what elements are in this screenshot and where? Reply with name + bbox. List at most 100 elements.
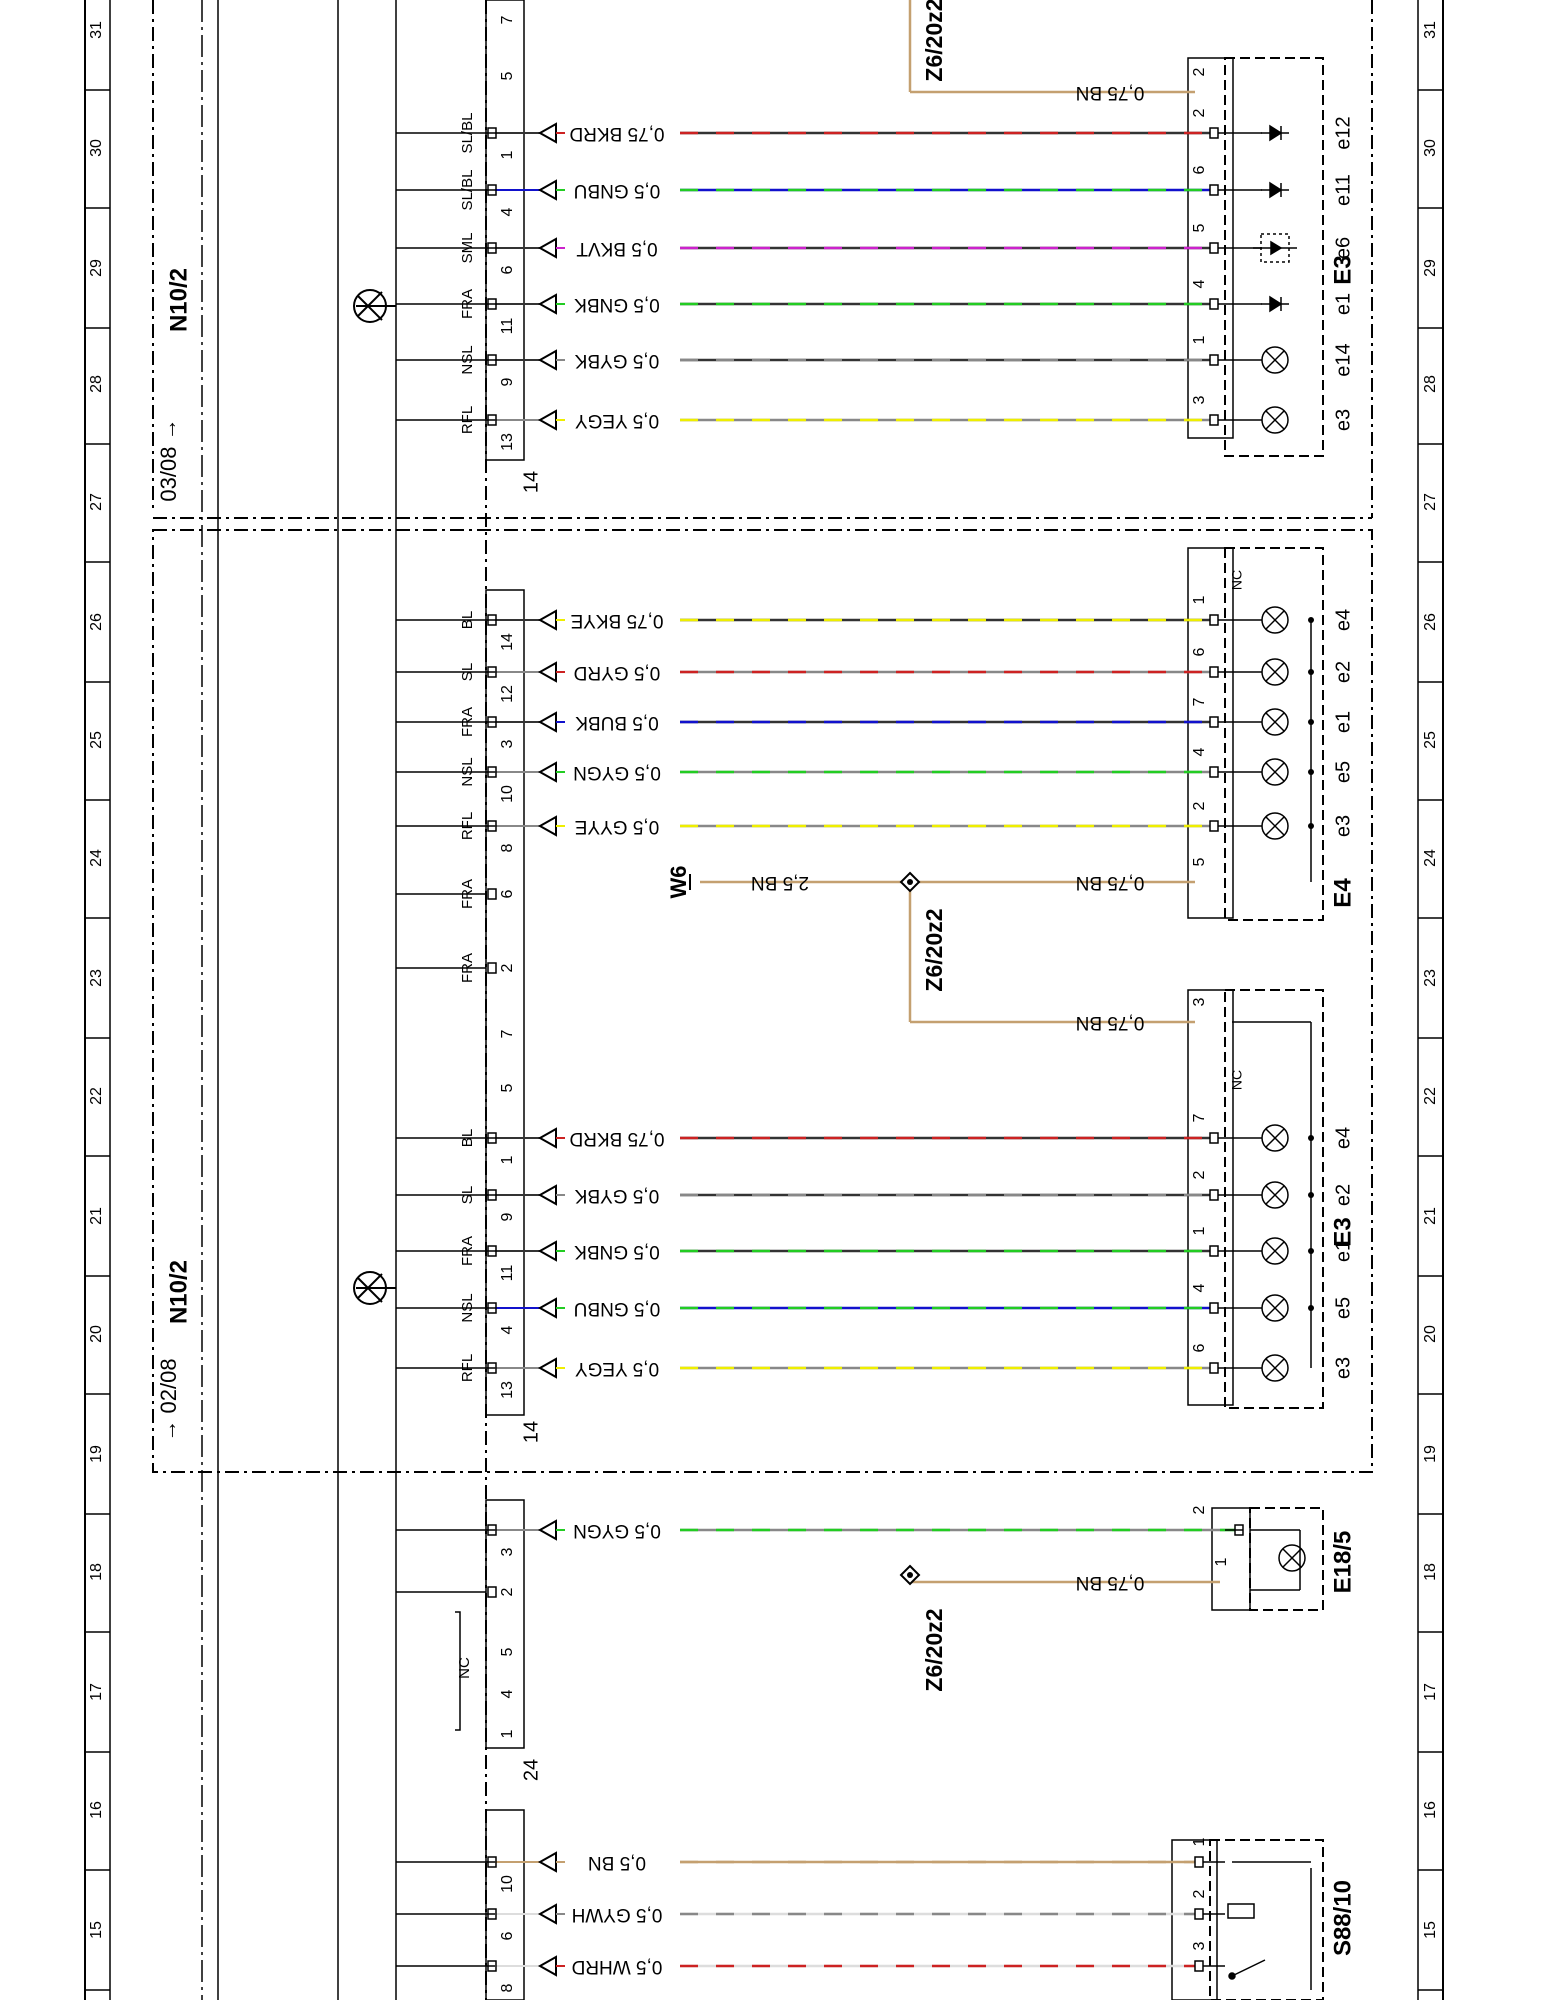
border-number-right: 28 — [1422, 375, 1439, 393]
border-number-left: 15 — [88, 1921, 105, 1939]
pin-number: 5 — [499, 1647, 516, 1656]
pin-terminal — [487, 1586, 497, 1598]
border-number-left: 21 — [88, 1207, 105, 1225]
module-date-lower: → 02/08 — [156, 1358, 181, 1441]
border-number-right: 16 — [1422, 1801, 1439, 1819]
border-number-right: 26 — [1422, 613, 1439, 631]
lamp-connector-e18 — [1211, 1507, 1251, 1611]
pin-number: 11 — [499, 318, 516, 335]
lamp-pin-number: 3 — [1191, 1941, 1208, 1950]
lamp-label: e3 — [1332, 1357, 1354, 1379]
border-number-right: 21 — [1422, 1207, 1439, 1225]
border-number-right: 20 — [1422, 1325, 1439, 1343]
pin-terminal — [487, 820, 497, 832]
lamp-group-name: E3 — [1329, 1217, 1356, 1246]
connector-id: 24 — [520, 1759, 542, 1781]
module-label-upper: N10/2 — [165, 268, 192, 332]
pin-number: 4 — [499, 1325, 516, 1334]
lamp-label: e11 — [1332, 174, 1354, 206]
lamp-pin-number: 7 — [1191, 697, 1208, 706]
switch-symbol — [1227, 1861, 1311, 1980]
lamp-label: e3 — [1332, 409, 1354, 431]
pin-terminal — [487, 888, 497, 900]
wire-label: 0,5 GYBK — [574, 350, 659, 371]
lamp-label: e6 — [1332, 237, 1354, 259]
brown-wire-label: 0,75 BN — [1076, 872, 1145, 893]
pin-number: 5 — [499, 71, 516, 80]
border-number-right: 27 — [1422, 493, 1439, 511]
lamp-label: e12 — [1332, 116, 1354, 149]
border-number-right: 30 — [1422, 139, 1439, 157]
ground-symbol-upper — [353, 289, 396, 323]
connector-bottom — [485, 1499, 525, 1749]
led-symbol — [1261, 181, 1289, 199]
lamp-pin-number: 3 — [1191, 997, 1208, 1006]
border-number-right: 19 — [1422, 1445, 1439, 1463]
switch-box-s88 — [1209, 1839, 1324, 2000]
border-number-right: 31 — [1422, 21, 1439, 39]
wire-label: 0,5 YEGY — [575, 1358, 659, 1379]
pin-number: 3 — [499, 1547, 516, 1556]
nc-label: NC — [1229, 1070, 1245, 1090]
connector-upper — [485, 0, 525, 461]
junction-dot — [1308, 669, 1314, 675]
lamp-group-name: E4 — [1329, 878, 1356, 908]
lamp-pin-number: 4 — [1191, 279, 1208, 288]
pin-terminal — [487, 1245, 497, 1257]
lamp-pin-number: 4 — [1191, 747, 1208, 756]
lamp-pin-number: 6 — [1191, 647, 1208, 656]
lamp-pin-number: 2 — [1191, 1170, 1208, 1179]
pin-terminal — [487, 666, 497, 678]
wire-label: 0,5 GNBU — [574, 1298, 661, 1319]
border-number-right: 18 — [1422, 1563, 1439, 1581]
pin-number: 2 — [499, 1587, 516, 1596]
lamp-symbol — [1261, 346, 1289, 374]
pin-number: 13 — [499, 1381, 516, 1399]
connector-id: 14 — [520, 1421, 542, 1443]
splice-label: Z6/20z2 — [921, 0, 947, 82]
module-date-upper: 03/08 → — [156, 418, 181, 501]
splice-label: Z6/20z2 — [921, 908, 947, 991]
border-number-left: 30 — [88, 139, 105, 157]
lamp-pin-number: 2 — [1191, 1505, 1208, 1514]
brown-wire-label: 0,75 BN — [1076, 82, 1145, 103]
led-symbol — [1261, 295, 1289, 313]
lamp-label: e1 — [1332, 711, 1354, 733]
connector-id: 14 — [520, 471, 542, 493]
lamp-pin-number: 6 — [1191, 1343, 1208, 1352]
signal-label: SML — [459, 233, 476, 264]
border-number-left: 26 — [88, 613, 105, 631]
pin-terminal — [487, 1189, 497, 1201]
pin-number: 12 — [499, 685, 516, 703]
w6-label: W6 — [666, 866, 691, 899]
pin-terminal — [487, 354, 497, 366]
lamp-label: e5 — [1332, 1297, 1354, 1319]
wire-label: 0,5 BKVT — [576, 238, 658, 259]
wire-label: 0,5 GYGN — [573, 1520, 661, 1541]
junction-dot — [1308, 1305, 1314, 1311]
pin-number: 4 — [499, 207, 516, 216]
lamp-pin-number: 5 — [1191, 857, 1208, 866]
pin-number: 7 — [499, 15, 516, 24]
signal-label: RFL — [459, 1354, 476, 1382]
border-number-left: 17 — [88, 1683, 105, 1701]
lamp-pin-number: 2 — [1191, 1889, 1208, 1898]
pin-number: 7 — [499, 1029, 516, 1038]
lamp-box-e4 — [1224, 547, 1324, 921]
signal-label: SL/BL — [459, 113, 476, 154]
led-symbol — [1261, 124, 1289, 142]
signal-label: FRA — [459, 707, 476, 737]
nc-bracket — [455, 1611, 461, 1731]
border-number-left: 18 — [88, 1563, 105, 1581]
pin-number: 1 — [499, 1729, 516, 1738]
lamp-pin-number: 1 — [1191, 1226, 1208, 1235]
pin-number: 10 — [499, 1875, 516, 1893]
pin-terminal — [487, 962, 497, 974]
pin-number: 11 — [499, 1265, 516, 1282]
lamp-label: e2 — [1332, 661, 1354, 683]
border-number-right: 29 — [1422, 259, 1439, 277]
border-number-left: 20 — [88, 1325, 105, 1343]
pin-number: 5 — [499, 1083, 516, 1092]
